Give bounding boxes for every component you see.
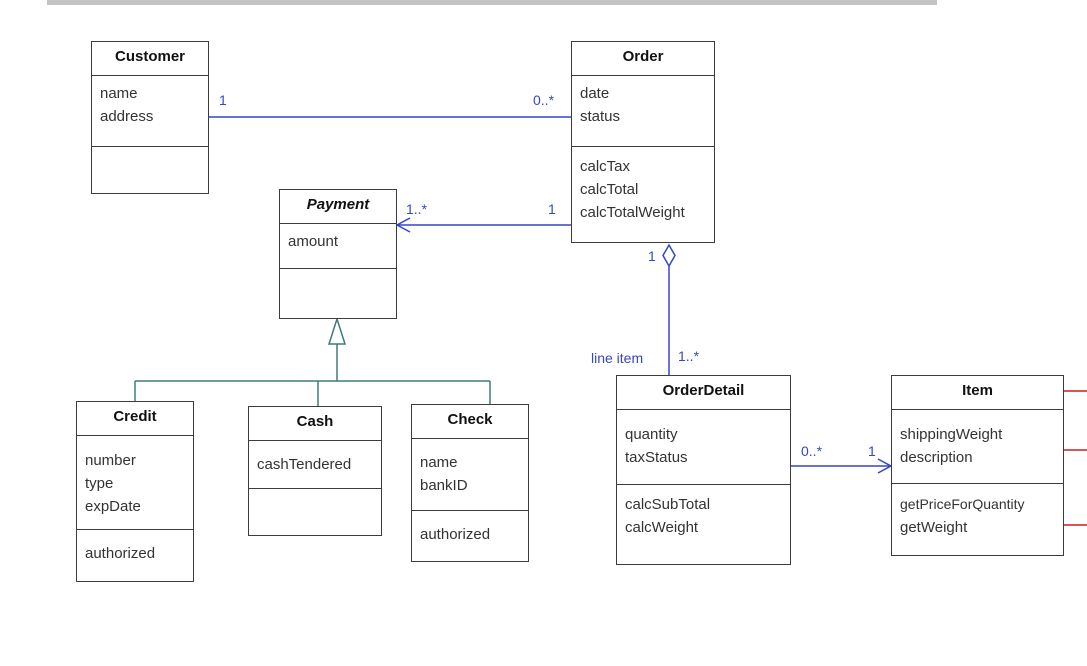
operations-section: getPriceForQuantity getWeight [892,484,1063,539]
class-name: OrderDetail [617,376,790,410]
attributes-section: shippingWeight description [892,410,1063,484]
multiplicity-order-end: 0..* [533,92,555,108]
class-cash[interactable]: Cash cashTendered [248,406,382,536]
class-name: Customer [92,42,208,76]
attribute: taxStatus [625,449,688,466]
operation: getPriceForQuantity [900,496,1025,512]
role-line-item: line item [591,350,644,366]
multiplicity-orderdetail-end: 1..* [678,348,700,364]
attribute: address [100,108,154,125]
operation: calcSubTotal [625,496,711,513]
multiplicity-item-end: 1 [868,443,876,459]
operations-section: calcTax calcTotal calcTotalWeight [572,147,714,224]
class-orderdetail[interactable]: OrderDetail quantity taxStatus calcSubTo… [616,375,791,565]
attribute: name [420,454,458,471]
operations-section: authorized [77,530,193,565]
operation: authorized [85,545,156,562]
attributes-section: name address [92,76,208,147]
class-customer[interactable]: Customer name address [91,41,209,194]
operation: calcTotalWeight [580,204,685,221]
class-credit[interactable]: Credit number type expDate authorized [76,401,194,582]
class-name: Cash [249,407,381,441]
attribute: shippingWeight [900,426,1003,443]
top-divider-bar [47,0,937,5]
aggregation-diamond [662,243,676,268]
attribute: status [580,108,621,125]
attribute: amount [288,233,339,250]
operation: getWeight [900,519,968,536]
operation: authorized [420,526,491,543]
operation: calcTax [580,158,631,175]
operations-section [249,489,381,495]
attribute: number [85,452,136,469]
class-name: Check [412,405,528,439]
operations-section: calcSubTotal calcWeight [617,485,790,539]
attribute: expDate [85,498,141,515]
operation: calcTotal [580,181,639,198]
operations-section: authorized [412,511,528,546]
attributes-section: number type expDate [77,436,193,530]
attribute: quantity [625,426,678,443]
multiplicity-order-aggregate-end: 1 [648,248,656,264]
class-check[interactable]: Check name bankID authorized [411,404,529,562]
class-name: Payment [280,190,396,224]
class-name: Credit [77,402,193,436]
class-name: Item [892,376,1063,410]
multiplicity-order-payment-source: 1 [548,201,556,217]
attributes-section: date status [572,76,714,147]
class-order[interactable]: Order date status calcTax calcTotal calc… [571,41,715,243]
attribute: cashTendered [257,456,352,473]
attribute: type [85,475,114,492]
association-order-payment-arrowhead [395,217,411,233]
attributes-section: cashTendered [249,441,381,489]
multiplicity-orderdetail-source: 0..* [801,443,823,459]
multiplicity-payment-end: 1..* [406,201,428,217]
attribute: date [580,85,610,102]
multiplicity-customer-end: 1 [219,92,227,108]
operation: calcWeight [625,519,699,536]
attributes-section: amount [280,224,396,269]
attributes-section: quantity taxStatus [617,410,790,485]
attribute: name [100,85,138,102]
class-name: Order [572,42,714,76]
class-item[interactable]: Item shippingWeight description getPrice… [891,375,1064,556]
class-payment[interactable]: Payment amount [279,189,397,319]
attributes-section: name bankID [412,439,528,511]
operations-section [92,147,208,153]
operations-section [280,269,396,275]
attribute: description [900,449,973,466]
generalization-triangle [327,316,347,345]
attribute: bankID [420,477,468,494]
